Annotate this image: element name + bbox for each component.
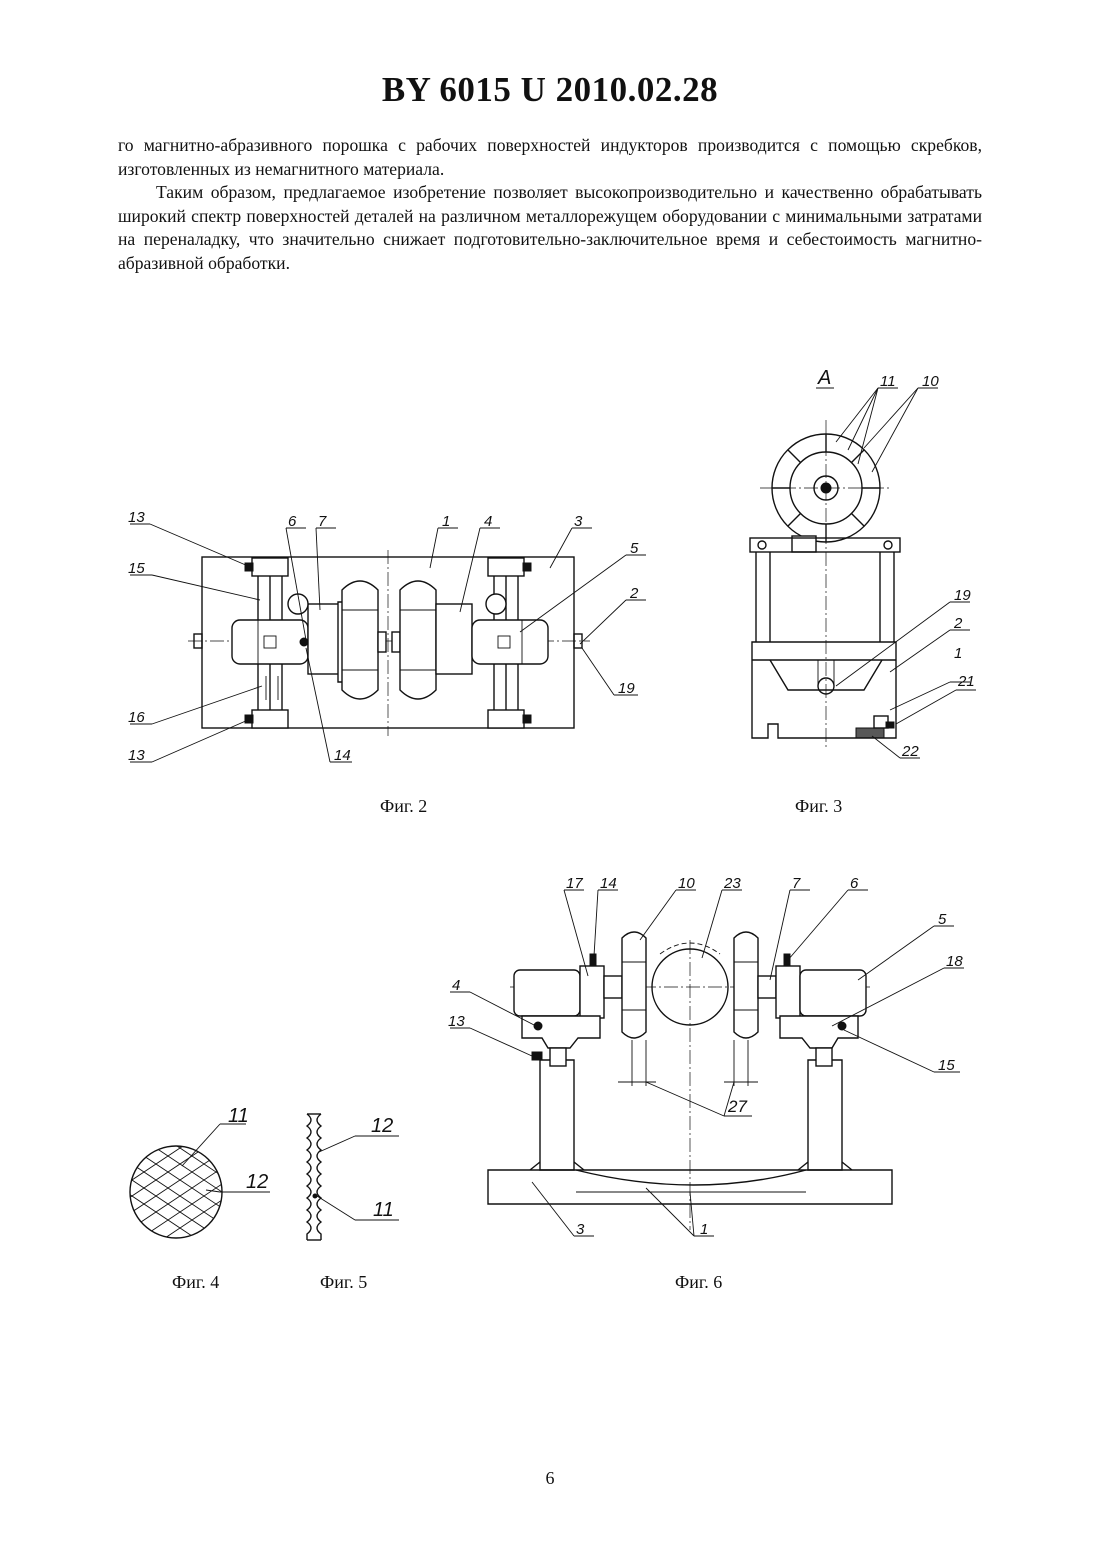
paragraph-1: го магнитно-абразивного порошка с рабочи…	[118, 134, 982, 181]
fig2-label-13b: 13	[128, 747, 145, 764]
fig2-label-19: 19	[618, 680, 635, 697]
figure-5-drawing: 12 11	[295, 1100, 425, 1250]
fig6-label-23: 23	[723, 875, 741, 892]
fig5-label-11: 11	[373, 1199, 394, 1221]
fig4-caption: Фиг. 4	[172, 1272, 219, 1293]
fig6-label-7: 7	[792, 875, 801, 892]
fig2-caption: Фиг. 2	[380, 796, 427, 817]
fig6-label-1: 1	[700, 1221, 708, 1238]
grain-cross-section	[130, 1146, 222, 1238]
fig6-label-15: 15	[938, 1057, 955, 1074]
fig3-label-2: 2	[953, 615, 963, 632]
figure-4: 11 12	[120, 1100, 290, 1250]
figure-2: 13 15 16 13 6 7 1 4 3 5 2 19 14	[110, 500, 670, 780]
fig3-caption: Фиг. 3	[795, 796, 842, 817]
fig3-label-10: 10	[922, 373, 939, 390]
page-number: 6	[0, 1468, 1100, 1489]
fig2-label-15: 15	[128, 560, 145, 577]
fig3-label-1: 1	[954, 645, 962, 662]
fig2-label-2: 2	[629, 585, 639, 602]
fig2-label-16: 16	[128, 709, 145, 726]
figure-3-drawing: A 11 10 19 2 1 21 22	[740, 360, 980, 780]
paragraph-2: Таким образом, предлагаемое изобретение …	[118, 181, 982, 275]
fig2-label-3: 3	[574, 513, 583, 530]
fig3-label-22: 22	[901, 743, 919, 760]
fig6-caption: Фиг. 6	[675, 1272, 722, 1293]
figure-5: 12 11	[295, 1100, 425, 1250]
fig6-label-18: 18	[946, 953, 963, 970]
fig3-label-11: 11	[880, 373, 896, 390]
fig2-label-14: 14	[334, 747, 351, 764]
fig5-caption: Фиг. 5	[320, 1272, 367, 1293]
fig6-label-13: 13	[448, 1013, 465, 1030]
fig6-label-4: 4	[452, 977, 460, 994]
strip-right-edge	[317, 1114, 321, 1240]
fig2-label-7: 7	[318, 513, 327, 530]
fig3-view-label: A	[817, 367, 831, 389]
figure-4-drawing: 11 12	[120, 1100, 290, 1250]
fig2-label-1: 1	[442, 513, 450, 530]
strip-left-edge	[307, 1114, 311, 1240]
figure-2-drawing: 13 15 16 13 6 7 1 4 3 5 2 19 14	[110, 500, 670, 780]
fig3-label-19: 19	[954, 587, 971, 604]
body-text: го магнитно-абразивного порошка с рабочи…	[118, 134, 982, 275]
fig4-label-12: 12	[246, 1171, 268, 1193]
fig3-label-21: 21	[957, 673, 975, 690]
fig6-label-14: 14	[600, 875, 617, 892]
fig6-label-3: 3	[576, 1221, 585, 1238]
fig2-label-4: 4	[484, 513, 492, 530]
figure-6-drawing: 17 14 10 23 7 6 5 18 4 13 15 27 3 1	[440, 870, 980, 1250]
figure-3: A 11 10 19 2 1 21 22	[740, 360, 980, 780]
figure-6: 17 14 10 23 7 6 5 18 4 13 15 27 3 1	[440, 870, 980, 1250]
fig6-label-5: 5	[938, 911, 947, 928]
fig5-label-12: 12	[371, 1115, 393, 1137]
fig2-label-13a: 13	[128, 509, 145, 526]
fig4-label-11: 11	[228, 1105, 249, 1127]
fig6-label-6: 6	[850, 875, 859, 892]
fig6-label-17: 17	[566, 875, 583, 892]
fig2-label-5: 5	[630, 540, 639, 557]
document-header: BY 6015 U 2010.02.28	[0, 70, 1100, 110]
fig6-label-27: 27	[727, 1097, 747, 1116]
fig6-label-10: 10	[678, 875, 695, 892]
fig2-label-6: 6	[288, 513, 297, 530]
